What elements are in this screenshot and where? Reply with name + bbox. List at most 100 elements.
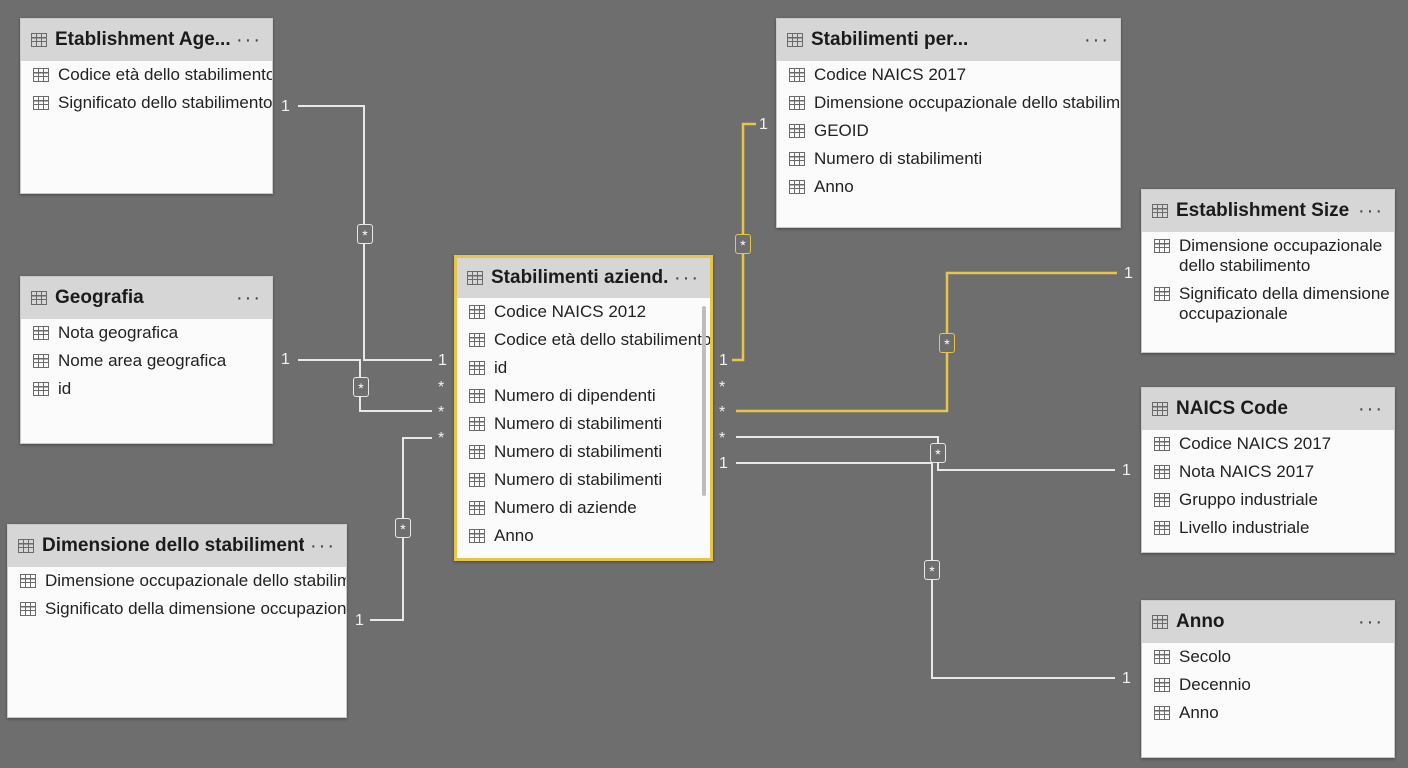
field-row[interactable]: id: [457, 358, 710, 378]
field-label: Nota NAICS 2017: [1179, 462, 1315, 481]
table-card-header[interactable]: Stabilimenti per... ···: [777, 19, 1120, 61]
more-options-icon[interactable]: ···: [236, 29, 262, 51]
table-card-anno[interactable]: Anno ··· Secolo Decennio Anno: [1141, 600, 1395, 758]
field-label: Anno: [814, 177, 854, 196]
table-icon: [33, 382, 49, 396]
scrollbar[interactable]: [702, 306, 706, 496]
cardinality-one-label: 1: [355, 612, 364, 629]
field-row[interactable]: Codice NAICS 2017: [777, 65, 1120, 85]
table-title: Establishment Size: [1176, 200, 1350, 221]
relation-direction-marker[interactable]: *: [357, 224, 373, 244]
table-card-stabilimenti-per[interactable]: Stabilimenti per... ··· Codice NAICS 201…: [776, 18, 1121, 228]
table-card-header[interactable]: Geografia ···: [21, 277, 272, 319]
table-card-dimensione[interactable]: Dimensione dello stabilimento ··· Dimens…: [7, 524, 347, 718]
table-icon: [18, 539, 34, 553]
field-row[interactable]: Numero di stabilimenti: [457, 470, 710, 490]
table-card-header[interactable]: Dimensione dello stabilimento ···: [8, 525, 346, 567]
table-icon: [1152, 615, 1168, 629]
field-row[interactable]: Codice NAICS 2017: [1142, 434, 1394, 454]
field-label: Nota geografica: [58, 323, 179, 342]
more-options-icon[interactable]: ···: [1084, 29, 1110, 51]
more-options-icon[interactable]: ···: [674, 267, 700, 289]
table-title: Dimensione dello stabilimento: [42, 535, 305, 556]
field-row[interactable]: Livello industriale: [1142, 518, 1394, 538]
field-label: Dimensione occupazionale dello stabilime…: [1179, 236, 1383, 275]
field-row[interactable]: Numero di dipendenti: [457, 386, 710, 406]
field-label: Numero di stabilimenti: [814, 149, 983, 168]
table-card-etablishment-age[interactable]: Etablishment Age... ··· Codice età dello…: [20, 18, 273, 194]
table-icon: [1152, 402, 1168, 416]
field-row[interactable]: GEOID: [777, 121, 1120, 141]
table-icon: [33, 354, 49, 368]
field-row[interactable]: Numero di stabilimenti: [457, 414, 710, 434]
field-row[interactable]: Decennio: [1142, 675, 1394, 695]
relation-direction-marker[interactable]: *: [395, 518, 411, 538]
table-card-header[interactable]: NAICS Code ···: [1142, 388, 1394, 430]
table-title: Etablishment Age...: [55, 29, 231, 50]
relation-direction-marker[interactable]: *: [353, 377, 369, 397]
field-row[interactable]: Anno: [777, 177, 1120, 197]
field-row[interactable]: Codice NAICS 2012: [457, 302, 710, 322]
table-title: Stabilimenti per...: [811, 29, 969, 50]
table-icon: [469, 389, 485, 403]
field-row[interactable]: Significato della dimensione occupaziona…: [1142, 284, 1394, 324]
field-row[interactable]: Numero di aziende: [457, 498, 710, 518]
field-row[interactable]: Numero di stabilimenti: [457, 442, 710, 462]
field-label: Anno: [494, 526, 534, 545]
table-icon: [787, 33, 803, 47]
field-row[interactable]: Secolo: [1142, 647, 1394, 667]
field-row[interactable]: Gruppo industriale: [1142, 490, 1394, 510]
more-options-icon[interactable]: ···: [310, 535, 336, 557]
field-row[interactable]: Dimensione occupazionale dello stabilime…: [777, 93, 1120, 113]
cardinality-many-label: *: [438, 404, 445, 421]
field-row[interactable]: Numero di stabilimenti: [777, 149, 1120, 169]
table-card-header[interactable]: Anno ···: [1142, 601, 1394, 643]
more-options-icon[interactable]: ···: [1358, 200, 1384, 222]
field-label: Decennio: [1179, 675, 1251, 694]
field-label: Codice NAICS 2017: [814, 65, 967, 84]
table-title: NAICS Code: [1176, 398, 1288, 419]
table-icon: [1154, 706, 1170, 720]
cardinality-many-label: *: [438, 379, 445, 396]
relation-direction-marker[interactable]: *: [735, 234, 751, 254]
field-label: id: [58, 379, 72, 398]
field-row[interactable]: id: [21, 379, 272, 399]
field-row[interactable]: Anno: [1142, 703, 1394, 723]
field-row[interactable]: Nome area geografica: [21, 351, 272, 371]
field-row[interactable]: Nota geografica: [21, 323, 272, 343]
field-label: Numero di stabilimenti: [494, 442, 663, 461]
table-icon: [33, 326, 49, 340]
table-icon: [1152, 204, 1168, 218]
table-card-geografia[interactable]: Geografia ··· Nota geografica Nome area …: [20, 276, 273, 444]
field-row[interactable]: Dimensione occupazionale dello stabilime…: [8, 571, 346, 591]
relation-direction-marker[interactable]: *: [939, 333, 955, 353]
more-options-icon[interactable]: ···: [1358, 611, 1384, 633]
relation-main-naics[interactable]: [736, 436, 1115, 471]
field-row[interactable]: Anno: [457, 526, 710, 546]
field-label: Dimensione occupazionale dello stabilime…: [45, 571, 346, 590]
field-row[interactable]: Nota NAICS 2017: [1142, 462, 1394, 482]
relation-main-establishment-size[interactable]: [736, 271, 1117, 413]
field-label: Numero di dipendenti: [494, 386, 656, 405]
table-icon: [1154, 465, 1170, 479]
cardinality-many-label: *: [719, 379, 726, 396]
field-row[interactable]: Codice età dello stabilimento: [21, 65, 272, 85]
more-options-icon[interactable]: ···: [1358, 398, 1384, 420]
field-row[interactable]: Significato dello stabilimento: [21, 93, 272, 113]
cardinality-one-label: 1: [719, 455, 728, 472]
table-card-header[interactable]: Establishment Size ···: [1142, 190, 1394, 232]
field-label: Anno: [1179, 703, 1219, 722]
relation-direction-marker[interactable]: *: [930, 443, 946, 463]
more-options-icon[interactable]: ···: [236, 287, 262, 309]
table-icon: [33, 96, 49, 110]
cardinality-many-label: *: [719, 430, 726, 447]
field-row[interactable]: Codice età dello stabilimento: [457, 330, 710, 350]
field-row[interactable]: Dimensione occupazionale dello stabilime…: [1142, 236, 1394, 276]
relation-direction-marker[interactable]: *: [924, 560, 940, 580]
table-card-header[interactable]: Etablishment Age... ···: [21, 19, 272, 61]
field-row[interactable]: Significato della dimensione occupaziona…: [8, 599, 346, 619]
table-card-establishment-size[interactable]: Establishment Size ··· Dimensione occupa…: [1141, 189, 1395, 353]
table-card-stabilimenti-aziendali[interactable]: Stabilimenti aziend... ··· Codice NAICS …: [454, 255, 713, 561]
table-card-naics-code[interactable]: NAICS Code ··· Codice NAICS 2017 Nota NA…: [1141, 387, 1395, 553]
table-card-header[interactable]: Stabilimenti aziend... ···: [457, 258, 710, 298]
